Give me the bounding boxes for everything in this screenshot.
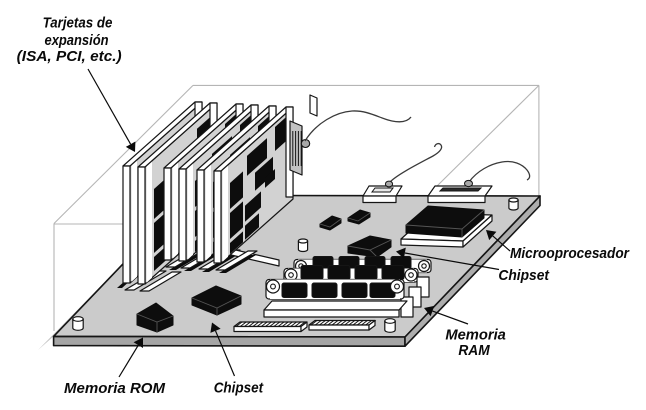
svg-text:Chipset: Chipset [498,267,550,284]
svg-text:Memoria: Memoria [445,327,506,344]
svg-text:RAM: RAM [458,342,490,359]
svg-text:Memoria ROM: Memoria ROM [64,380,165,397]
svg-text:Microoprocesador: Microoprocesador [510,245,630,262]
svg-text:expansión: expansión [45,32,109,49]
svg-text:Chipset: Chipset [214,380,264,397]
svg-text:Tarjetas de: Tarjetas de [43,15,113,32]
svg-text:(ISA, PCI, etc.): (ISA, PCI, etc.) [17,48,122,65]
